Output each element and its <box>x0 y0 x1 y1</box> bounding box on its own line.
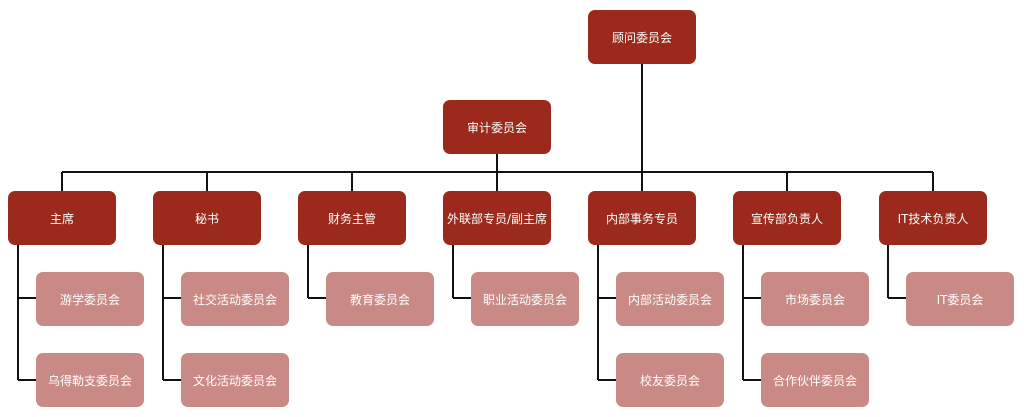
sub-label: 市场委员会 <box>784 292 845 307</box>
sub-box-col-2-a: 社交活动委员会 <box>181 272 289 326</box>
audit-committee-label: 审计委员会 <box>466 120 527 135</box>
sub-label: 内部活动委员会 <box>627 292 712 307</box>
sub-label: 乌得勒支委员会 <box>47 373 132 388</box>
sub-label: 社交活动委员会 <box>192 292 277 307</box>
lead-label: 财务主管 <box>327 211 376 226</box>
sub-label: 校友委员会 <box>639 373 700 388</box>
sub-box-col-1-b: 乌得勒支委员会 <box>36 353 144 407</box>
sub-box-col-1-a: 游学委员会 <box>36 272 144 326</box>
lead-label: 秘书 <box>194 211 219 226</box>
lead-box-col-7: IT技术负责人 <box>879 191 987 245</box>
lead-label: 外联部专员/副主席 <box>446 211 548 226</box>
sub-label: IT委员会 <box>936 292 984 307</box>
lead-box-col-1: 主席 <box>8 191 116 245</box>
lead-box-col-2: 秘书 <box>153 191 261 245</box>
sub-box-col-4-a: 职业活动委员会 <box>471 272 579 326</box>
sub-label: 文化活动委员会 <box>192 373 277 388</box>
sub-box-col-7-a: IT委员会 <box>906 272 1014 326</box>
sub-box-col-5-b: 校友委员会 <box>616 353 724 407</box>
lead-label: 宣传部负责人 <box>750 211 823 226</box>
lead-label: 内部事务专员 <box>605 211 678 226</box>
lead-label: IT技术负责人 <box>897 211 969 226</box>
sub-box-col-5-a: 内部活动委员会 <box>616 272 724 326</box>
audit-committee-box: 审计委员会 <box>443 100 551 154</box>
sub-label: 教育委员会 <box>349 292 410 307</box>
lead-box-col-4: 外联部专员/副主席 <box>443 191 551 245</box>
sub-box-col-2-b: 文化活动委员会 <box>181 353 289 407</box>
lead-box-col-5: 内部事务专员 <box>588 191 696 245</box>
sub-label: 游学委员会 <box>59 292 120 307</box>
sub-box-col-6-b: 合作伙伴委员会 <box>761 353 869 407</box>
sub-label: 职业活动委员会 <box>482 292 567 307</box>
advisory-committee-box: 顾问委员会 <box>588 10 696 64</box>
sub-box-col-3-a: 教育委员会 <box>326 272 434 326</box>
advisory-committee-label: 顾问委员会 <box>611 30 672 45</box>
lead-box-col-6: 宣传部负责人 <box>733 191 841 245</box>
sub-box-col-6-a: 市场委员会 <box>761 272 869 326</box>
lead-box-col-3: 财务主管 <box>298 191 406 245</box>
lead-label: 主席 <box>49 211 74 226</box>
sub-label: 合作伙伴委员会 <box>772 373 857 388</box>
